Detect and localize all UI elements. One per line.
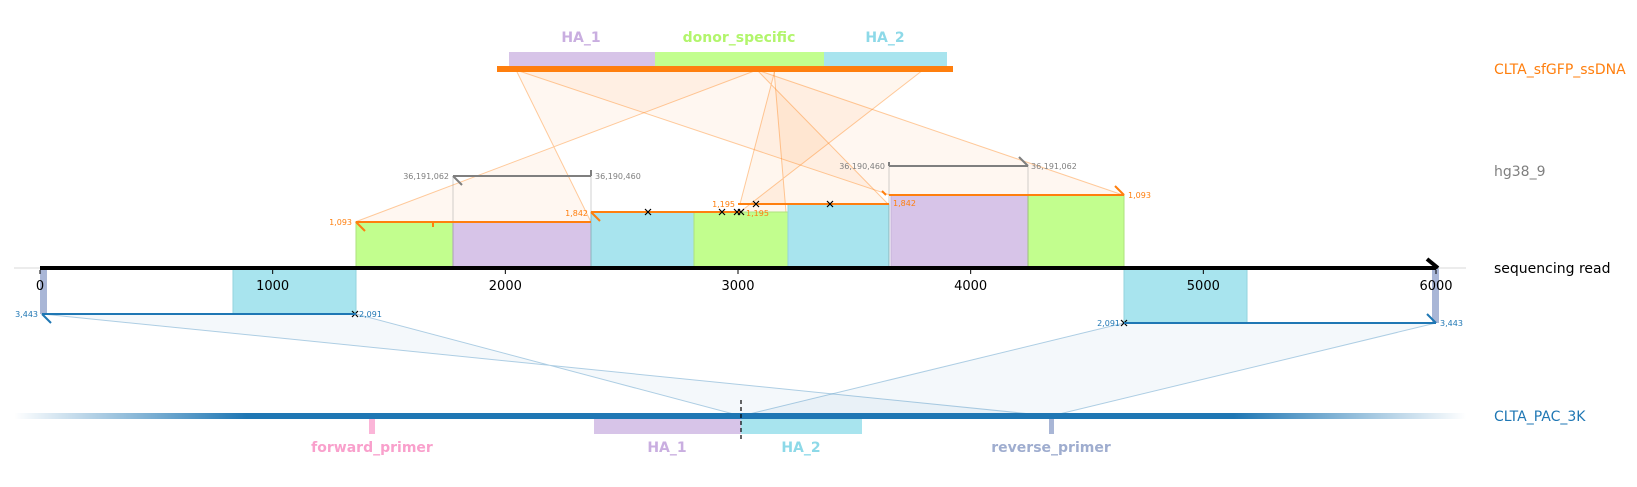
read-tick-label: 4000 — [954, 279, 987, 294]
hg38-alignments — [452, 156, 1029, 267]
mismatch-x-icon — [737, 208, 745, 216]
pac-ha1-label: HA_1 — [647, 440, 686, 456]
ssdna-donor-label: donor_specific — [683, 30, 796, 46]
row-label-hg38: hg38_9 — [1494, 164, 1545, 180]
pac-ha2-label: HA_2 — [781, 440, 820, 456]
read-feature-blocks-upper — [355, 194, 1125, 268]
read-ha2-block — [590, 211, 695, 268]
coord-label: 1,842 — [565, 209, 588, 218]
pac-arrow-tick — [1426, 313, 1437, 324]
row-label-ssdna: CLTA_sfGFP_ssDNA — [1494, 62, 1626, 78]
row-labels: CLTA_sfGFP_ssDNA hg38_9 sequencing read … — [1494, 62, 1626, 425]
read-arrow-icon — [1425, 257, 1440, 270]
coordinate-labels: 1,093 1,842 36,191,062 36,190,460 1,195 … — [15, 162, 1463, 328]
coord-label: 1,093 — [1128, 191, 1151, 200]
read-axis: 0 1000 2000 3000 4000 5000 6000 — [14, 257, 1466, 294]
pac-reference-bar — [14, 413, 1466, 419]
coord-label: 36,191,062 — [1031, 162, 1077, 171]
pac-ha1-feature — [594, 419, 741, 434]
coord-label: 3,443 — [15, 310, 38, 319]
read-tick-label: 6000 — [1419, 279, 1452, 294]
mismatch-x-icon — [644, 208, 652, 216]
hg38-arrow-tick — [1018, 156, 1029, 167]
read-donor-block — [1027, 194, 1125, 268]
coord-label: 1,842 — [893, 199, 916, 208]
mismatch-x-icon — [752, 200, 760, 208]
hg38-arrow-tick — [452, 175, 463, 186]
pac-arrow-tick — [41, 313, 52, 324]
read-feature-blocks-lower — [40, 266, 1439, 324]
ssdna-reference: HA_1 donor_specific HA_2 — [497, 30, 953, 72]
mismatch-x-icon — [826, 200, 834, 208]
read-reverse-primer-block — [40, 267, 47, 314]
row-label-pac: CLTA_PAC_3K — [1494, 409, 1586, 425]
read-tick-label: 0 — [36, 279, 44, 294]
read-ha2-block — [787, 203, 890, 268]
coord-label: 2,091 — [359, 310, 382, 319]
read-donor-block — [355, 221, 454, 268]
ssdna-arrow-tick — [881, 190, 887, 196]
coord-label: 36,190,460 — [839, 162, 885, 171]
coord-label: 1,093 — [329, 218, 352, 227]
read-ha2-block — [1123, 266, 1248, 324]
coord-label: 36,191,062 — [403, 172, 449, 181]
coord-label: 36,190,460 — [595, 172, 641, 181]
pac-alignment-connectors — [41, 313, 1437, 417]
ssdna-arrow-tick — [355, 221, 366, 232]
ssdna-alignments — [355, 185, 1125, 232]
pac-forward-primer-label: forward_primer — [311, 440, 433, 456]
pac-forward-primer-feature — [369, 419, 375, 434]
ssdna-ha2-feature — [824, 52, 947, 66]
read-tick-label: 2000 — [489, 279, 522, 294]
pac-alignments — [41, 313, 1437, 324]
pac-reverse-primer-feature — [1049, 419, 1054, 434]
pac-reverse-primer-label: reverse_primer — [991, 440, 1111, 456]
ssdna-donor-feature — [655, 52, 824, 66]
pac-connector-right — [740, 322, 1437, 417]
read-ha1-block — [452, 221, 592, 268]
ssdna-ha2-label: HA_2 — [865, 30, 904, 46]
ssdna-arrow-tick — [590, 211, 601, 222]
coord-label: 3,443 — [1440, 319, 1463, 328]
read-tick-label: 1000 — [256, 279, 289, 294]
read-donor-block — [693, 211, 789, 268]
pac-reference: forward_primer HA_1 HA_2 reverse_primer — [14, 400, 1466, 456]
ssdna-ha1-feature — [509, 52, 655, 66]
coord-label: 1,195 — [746, 209, 769, 218]
ssdna-arrow-tick — [1114, 185, 1125, 196]
pac-ha2-feature — [741, 419, 862, 434]
read-tick-label: 3000 — [721, 279, 754, 294]
coord-label: 1,195 — [712, 200, 735, 209]
ssdna-ha1-label: HA_1 — [561, 30, 600, 46]
mismatch-x-icon — [718, 208, 726, 216]
read-tick-label: 5000 — [1187, 279, 1220, 294]
ssdna-alignment-connectors — [354, 69, 1124, 223]
ssdna-reference-bar — [497, 66, 953, 72]
read-tick-labels: 0 1000 2000 3000 4000 5000 6000 — [36, 270, 1453, 294]
read-ha2-block — [232, 266, 357, 315]
read-reverse-primer-block — [1432, 267, 1439, 323]
row-label-read: sequencing read — [1494, 261, 1610, 277]
coord-label: 2,091 — [1097, 319, 1120, 328]
